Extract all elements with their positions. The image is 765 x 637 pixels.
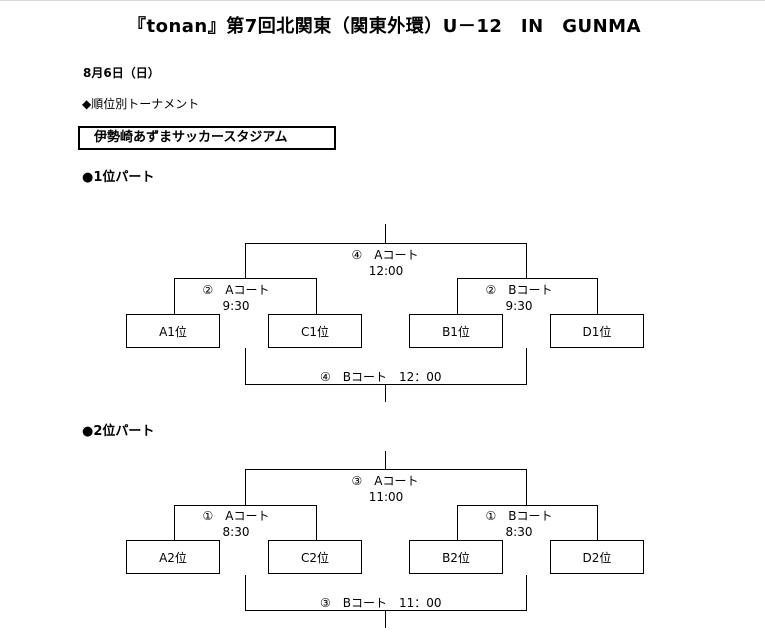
final-court: ③ Aコート — [351, 474, 419, 488]
semi-right-label: ① Bコート 8:30 — [466, 508, 572, 540]
page-title: 『tonan』第7回北関東（関東外環）U－12 IN GUNMA — [128, 16, 641, 37]
semi-left-line — [174, 278, 317, 279]
section-subtitle: ◆順位別トーナメント — [82, 97, 200, 111]
third-place-label: ④ Bコート 12：00 — [314, 370, 448, 384]
semi-right-drop-a — [457, 278, 458, 314]
semi-left-court: ② Aコート — [202, 283, 270, 297]
team-box: B2位 — [409, 540, 503, 574]
third-right-rise — [526, 348, 527, 385]
team-box: A2位 — [126, 540, 220, 574]
final-label: ③ Aコート 11:00 — [325, 473, 445, 505]
team-box: D1位 — [550, 314, 644, 348]
semi-right-label: ② Bコート 9:30 — [466, 282, 572, 314]
top-border — [0, 0, 765, 7]
semi-right-time: 8:30 — [505, 525, 533, 539]
final-left-drop — [245, 243, 246, 278]
final-court: ④ Aコート — [351, 248, 419, 262]
final-line — [245, 469, 527, 470]
final-label: ④ Aコート 12:00 — [325, 247, 445, 279]
champion-line — [385, 224, 386, 244]
semi-right-court: ① Bコート — [485, 509, 553, 523]
semi-left-time: 9:30 — [222, 299, 250, 313]
final-left-drop — [245, 469, 246, 505]
final-time: 12:00 — [368, 264, 404, 278]
final-line — [245, 243, 527, 244]
third-right-rise — [526, 575, 527, 611]
semi-left-line — [174, 505, 317, 506]
team-box: A1位 — [126, 314, 220, 348]
third-winner-line — [385, 384, 386, 402]
semi-right-line — [457, 278, 598, 279]
semi-left-label: ① Aコート 8:30 — [183, 508, 289, 540]
third-left-rise — [245, 575, 246, 611]
semi-right-time: 9:30 — [505, 299, 533, 313]
final-time: 11:00 — [368, 490, 404, 504]
team-box: D2位 — [550, 540, 644, 574]
champion-line — [385, 451, 386, 470]
semi-left-court: ① Aコート — [202, 509, 270, 523]
semi-left-label: ② Aコート 9:30 — [183, 282, 289, 314]
part-heading-1: ●1位パート — [82, 170, 155, 185]
third-line — [245, 610, 527, 611]
third-line — [245, 384, 527, 385]
third-left-rise — [245, 348, 246, 385]
team-box: C1位 — [268, 314, 362, 348]
semi-right-drop-b — [597, 278, 598, 314]
semi-right-drop-b — [597, 505, 598, 540]
semi-left-drop-b — [316, 505, 317, 540]
third-place-label: ③ Bコート 11：00 — [314, 596, 448, 610]
venue-box: 伊勢崎あずまサッカースタジアム — [78, 126, 336, 150]
match-date: 8月6日（日） — [83, 66, 160, 80]
part-heading-2: ●2位パート — [82, 424, 155, 439]
semi-left-time: 8:30 — [222, 525, 250, 539]
final-right-drop — [526, 243, 527, 278]
third-winner-line — [385, 610, 386, 628]
semi-left-drop-b — [316, 278, 317, 314]
bracket-part-1: ④ Aコート 12:00 ② Aコート 9:30 ② Bコート 9:30 ④ B… — [0, 0, 765, 402]
semi-left-drop-a — [174, 505, 175, 540]
team-box: B1位 — [409, 314, 503, 348]
team-box: C2位 — [268, 540, 362, 574]
semi-left-drop-a — [174, 278, 175, 314]
final-right-drop — [526, 469, 527, 505]
semi-right-line — [457, 505, 598, 506]
semi-right-drop-a — [457, 505, 458, 540]
semi-right-court: ② Bコート — [485, 283, 553, 297]
